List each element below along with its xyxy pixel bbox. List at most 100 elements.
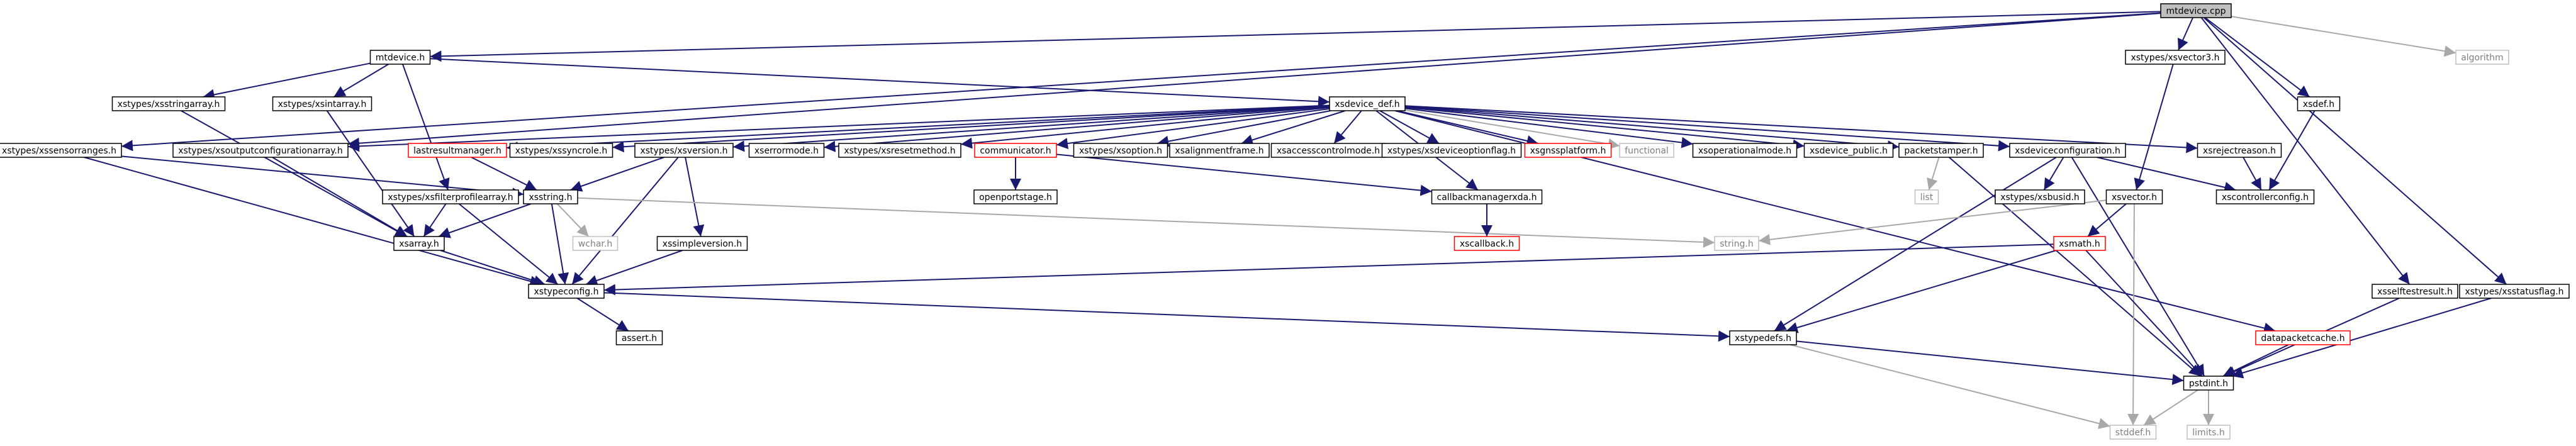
node-box <box>2160 3 2232 18</box>
node-label: xssimpleversion.h <box>663 239 742 249</box>
node-label: xsstring.h <box>529 192 572 203</box>
node-lastresultmanager-h[interactable]: lastresultmanager.h <box>408 143 507 158</box>
node-packetstamper-h[interactable]: packetstamper.h <box>1898 143 1984 158</box>
node-communicator-h[interactable]: communicator.h <box>974 143 1057 158</box>
node-xsaccesscontrolmode-h[interactable]: xsaccesscontrolmode.h <box>1270 143 1386 158</box>
node-mtdevice-cpp[interactable]: mtdevice.cpp <box>2160 3 2232 18</box>
node-xssimpleversion-h[interactable]: xssimpleversion.h <box>656 236 748 251</box>
node-box <box>1381 143 1522 158</box>
edge-mtdevice-cpp-to-xsvector3-h <box>2177 17 2194 51</box>
node-xsselftestresult-h[interactable]: xsselftestresult.h <box>2372 284 2458 299</box>
edge-xsfilterprofilearray-h-to-xsarray-h <box>423 203 447 237</box>
edge-xsdevice-def-h-to-xsaccesscontrolmode-h <box>1333 110 1362 144</box>
node-label: xstypes/xssensorranges.h <box>2 146 116 156</box>
edge-lastresultmanager-h-to-xsstring-h <box>471 157 537 191</box>
edge-mtdevice-cpp-to-xsdef-h <box>2204 17 2310 98</box>
node-xsdeviceoptionflag-h[interactable]: xstypes/xsdeviceoptionflag.h <box>1381 143 1522 158</box>
node-box <box>1714 236 1759 251</box>
node-xsdef-h[interactable]: xsdef.h <box>2297 96 2341 111</box>
edge-xsdevice-def-h-to-xsrejectreason-h <box>1404 105 2198 153</box>
edge-xssensorranges-h-to-xsstring-h <box>121 155 524 199</box>
node-callbackmanagerxda-h[interactable]: callbackmanagerxda.h <box>1431 189 1543 204</box>
node-box <box>2187 425 2231 440</box>
node-pstdint-h[interactable]: pstdint.h <box>2183 376 2234 391</box>
node-label: xstypes/xsresetmethod.h <box>844 146 955 156</box>
node-label: xstypes/xsoption.h <box>1079 146 1162 156</box>
node-xsintarray-h[interactable]: xstypes/xsintarray.h <box>272 96 372 111</box>
edge-mtdevice-cpp-to-algorithm <box>2231 16 2456 57</box>
node-xsdevice-def-h[interactable]: xsdevice_def.h <box>1329 96 1406 111</box>
node-box <box>369 50 431 65</box>
node-xsbusid-h[interactable]: xstypes/xsbusid.h <box>1995 189 2085 204</box>
node-box <box>2197 143 2282 158</box>
dependency-edges <box>84 11 2507 429</box>
node-xscontrollerconfig-h[interactable]: xscontrollerconfig.h <box>2215 189 2315 204</box>
edge-pstdint-h-to-stddef-h <box>2143 389 2198 426</box>
node-assert-h[interactable]: assert.h <box>615 330 663 345</box>
edge-xsvector-h-to-string-h <box>1758 199 2107 245</box>
node-xsgnssplatform-h[interactable]: xsgnssplatform.h <box>1524 143 1612 158</box>
node-box <box>615 330 663 345</box>
node-openportstage-h[interactable]: openportstage.h <box>973 189 1058 204</box>
node-box <box>1692 143 1798 158</box>
node-xsversion-h[interactable]: xstypes/xsversion.h <box>634 143 734 158</box>
node-xsresetmethod-h[interactable]: xstypes/xsresetmethod.h <box>838 143 961 158</box>
node-xsmath-h[interactable]: xsmath.h <box>2053 236 2106 251</box>
node-xsstringarray-h[interactable]: xstypes/xsstringarray.h <box>111 96 226 111</box>
node-stddef-h: stddef.h <box>2109 425 2157 440</box>
node-xserrormode-h[interactable]: xserrormode.h <box>748 143 825 158</box>
edge-xstypeconfig-h-to-xstypedefs-h <box>603 292 1730 342</box>
node-box <box>2125 50 2226 65</box>
edge-xsstringarray-h-to-xsarray-h <box>181 110 407 237</box>
node-algorithm: algorithm <box>2455 50 2509 65</box>
node-xstypeconfig-h[interactable]: xstypeconfig.h <box>528 284 605 299</box>
edge-xsversion-h-to-xssimpleversion-h <box>685 157 705 237</box>
edge-xsstring-h-to-string-h <box>577 197 1715 248</box>
node-label: xscallback.h <box>1460 239 1514 249</box>
node-xssensorranges-h[interactable]: xstypes/xssensorranges.h <box>0 143 122 158</box>
edge-mtdevice-cpp-to-xsstatusflag-h <box>2203 17 2507 285</box>
edge-xsdevice-def-h-to-xsresetmethod-h <box>960 106 1330 149</box>
node-xsfilterprofilearray-h[interactable]: xstypes/xsfilterprofilearray.h <box>382 189 519 204</box>
edge-xsdevice-def-h-to-communicator-h <box>1056 108 1330 149</box>
node-xsoperationalmode-h[interactable]: xsoperationalmode.h <box>1692 143 1798 158</box>
node-xsvector-h[interactable]: xsvector.h <box>2105 189 2163 204</box>
node-datapacketcache-h[interactable]: datapacketcache.h <box>2255 330 2351 345</box>
node-box <box>528 284 605 299</box>
edge-mtdevice-h-to-xsintarray-h <box>333 64 389 98</box>
node-box <box>1898 143 1984 158</box>
node-xsrejectreason-h[interactable]: xsrejectreason.h <box>2197 143 2282 158</box>
node-box <box>2372 284 2458 299</box>
node-xsstring-h[interactable]: xsstring.h <box>523 189 578 204</box>
node-xsstatusflag-h[interactable]: xstypes/xsstatusflag.h <box>2459 284 2570 299</box>
node-box <box>1073 143 1168 158</box>
node-xsdevice-public-h[interactable]: xsdevice_public.h <box>1803 143 1894 158</box>
node-label: xsaccesscontrolmode.h <box>1277 146 1380 156</box>
node-label: pstdint.h <box>2189 379 2228 389</box>
edge-xsintarray-h-to-xsarray-h <box>326 110 415 237</box>
node-xsvector3-h[interactable]: xstypes/xsvector3.h <box>2125 50 2226 65</box>
node-xsoption-h[interactable]: xstypes/xsoption.h <box>1073 143 1168 158</box>
node-box <box>2009 143 2126 158</box>
node-xstypedefs-h[interactable]: xstypedefs.h <box>1729 330 1797 345</box>
node-label: algorithm <box>2461 53 2504 63</box>
edge-xstypedefs-h-to-stddef-h <box>1789 344 2110 429</box>
node-xsarray-h[interactable]: xsarray.h <box>393 236 445 251</box>
node-xsoutputconfigurationarray-h[interactable]: xstypes/xsoutputconfigurationarray.h <box>172 143 349 158</box>
node-xsdeviceconfiguration-h[interactable]: xsdeviceconfiguration.h <box>2009 143 2126 158</box>
edge-xsdevice-def-h-to-packetstamper-h <box>1404 106 1900 152</box>
node-xscallback-h[interactable]: xscallback.h <box>1453 236 1520 251</box>
edge-xsdevice-def-h-to-xsalignmentframe-h <box>1241 110 1346 146</box>
node-mtdevice-h[interactable]: mtdevice.h <box>369 50 431 65</box>
node-xssyncrole-h[interactable]: xstypes/xssyncrole.h <box>509 143 613 158</box>
node-xsalignmentframe-h[interactable]: xsalignmentframe.h <box>1169 143 1270 158</box>
edge-mtdevice-cpp-to-mtdevice-h <box>430 11 2161 62</box>
node-box <box>2105 189 2163 204</box>
node-label: xsdef.h <box>2303 99 2334 109</box>
node-box <box>1329 96 1406 111</box>
node-box <box>1431 189 1543 204</box>
node-box <box>2255 330 2351 345</box>
node-label: xstypes/xsbusid.h <box>2000 192 2080 203</box>
node-box <box>2109 425 2157 440</box>
node-label: string.h <box>1720 239 1754 249</box>
